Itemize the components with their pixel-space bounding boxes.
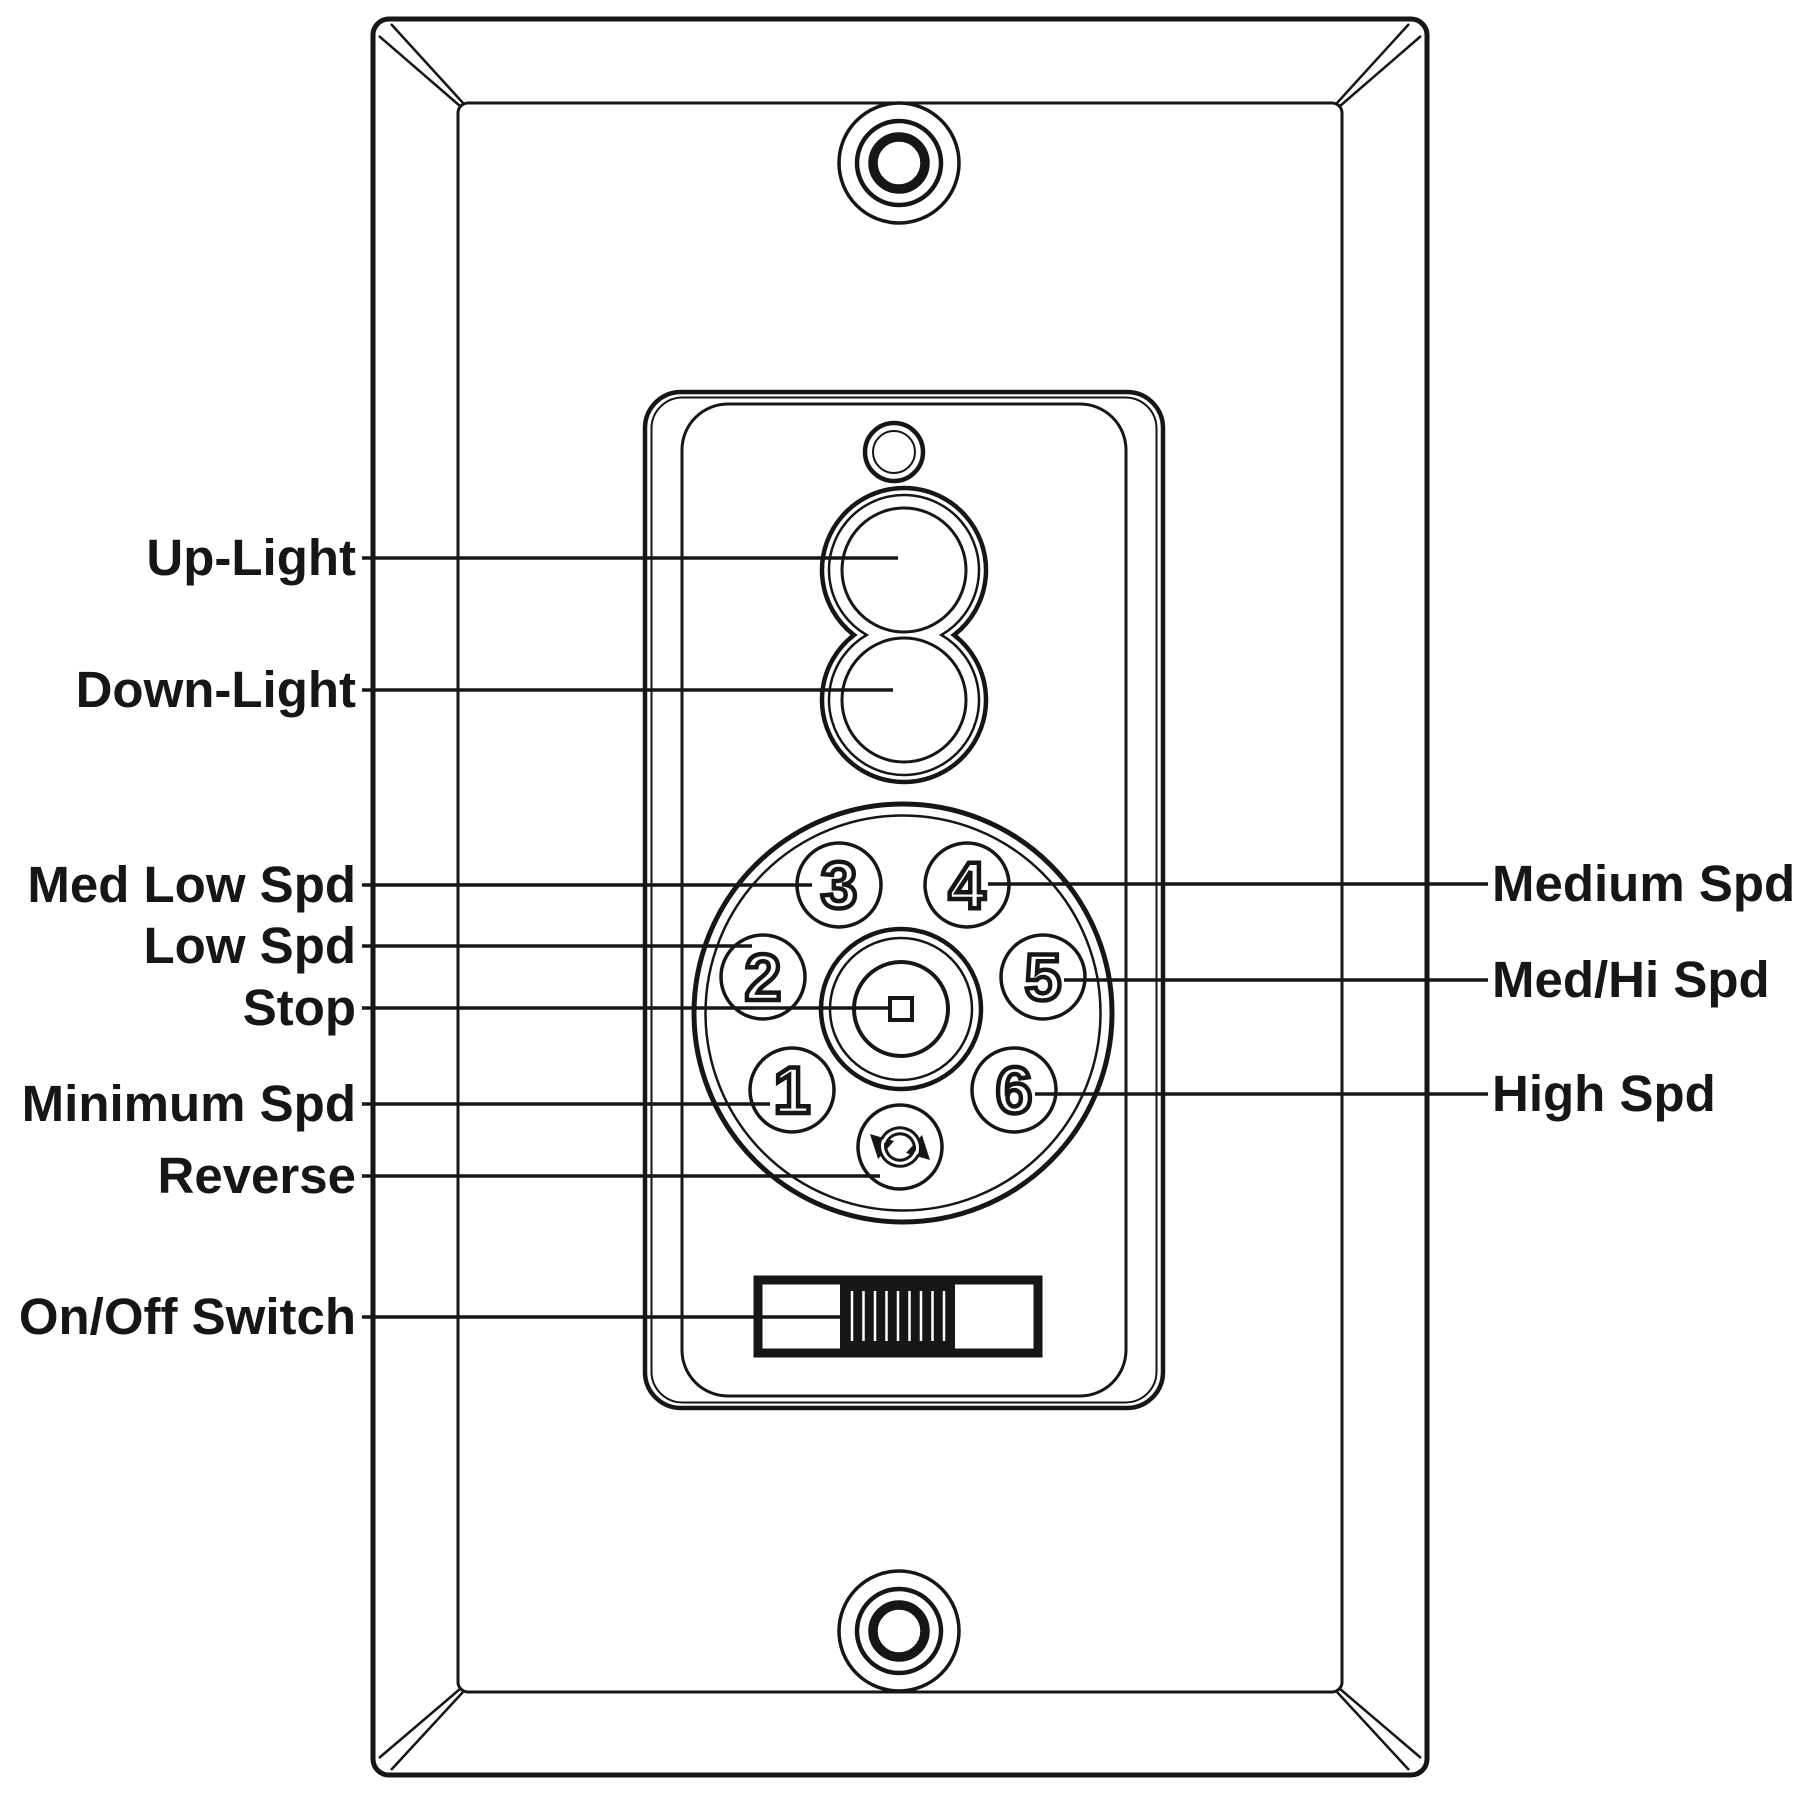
light-cluster-outline-inner (827, 493, 981, 777)
labels-left: Up-Light Down-Light Med Low Spd Low Spd … (19, 529, 356, 1345)
speed-button-6-label: 6 (996, 1053, 1033, 1127)
up-light-button[interactable] (840, 506, 968, 634)
keypad-outline-inner (704, 814, 1102, 1212)
speed-button-1[interactable]: 1 (748, 1046, 836, 1134)
label-low-spd: Low Spd (144, 917, 356, 974)
label-stop: Stop (243, 979, 356, 1036)
speed-button-2-label: 2 (745, 940, 782, 1014)
speed-button-3-label: 3 (821, 848, 858, 922)
label-down-light: Down-Light (76, 661, 356, 718)
label-minimum-spd: Minimum Spd (22, 1075, 356, 1132)
speed-keypad: 1 2 3 4 5 6 (691, 801, 1115, 1225)
speed-button-2[interactable]: 2 (719, 933, 807, 1021)
label-up-light: Up-Light (146, 529, 356, 586)
labels-right: Medium Spd Med/Hi Spd High Spd (1492, 855, 1795, 1122)
speed-button-4[interactable]: 4 (923, 841, 1011, 929)
speed-button-6[interactable]: 6 (970, 1046, 1058, 1134)
led-indicator (862, 420, 926, 484)
speed-button-3[interactable]: 3 (795, 841, 883, 929)
switch-slider-ridges (850, 1291, 946, 1341)
screw-top (837, 101, 961, 225)
leader-lines (362, 556, 1488, 1319)
reverse-arrows-icon (870, 1126, 930, 1168)
control-panel: 1 2 3 4 5 6 (642, 389, 1166, 1411)
control-panel-outer-edge-2 (650, 396, 1158, 1404)
label-on-off-switch: On/Off Switch (19, 1288, 356, 1345)
control-panel-inner-edge (680, 402, 1128, 1398)
stop-square-icon (888, 996, 914, 1022)
down-light-button[interactable] (840, 636, 968, 764)
speed-button-5-label: 5 (1025, 940, 1062, 1014)
speed-button-4-label: 4 (949, 848, 986, 922)
plate-corner-bevels (378, 23, 1422, 1771)
label-high-spd: High Spd (1492, 1065, 1716, 1122)
label-medium-spd: Medium Spd (1492, 855, 1795, 912)
label-med-low-spd: Med Low Spd (27, 856, 356, 913)
speed-button-5[interactable]: 5 (999, 933, 1087, 1021)
reverse-button[interactable] (856, 1103, 944, 1191)
screw-bottom (837, 1569, 961, 1693)
light-button-cluster (819, 485, 989, 785)
label-reverse: Reverse (158, 1147, 357, 1204)
speed-button-1-label: 1 (774, 1053, 811, 1127)
label-med-hi-spd: Med/Hi Spd (1492, 951, 1770, 1008)
